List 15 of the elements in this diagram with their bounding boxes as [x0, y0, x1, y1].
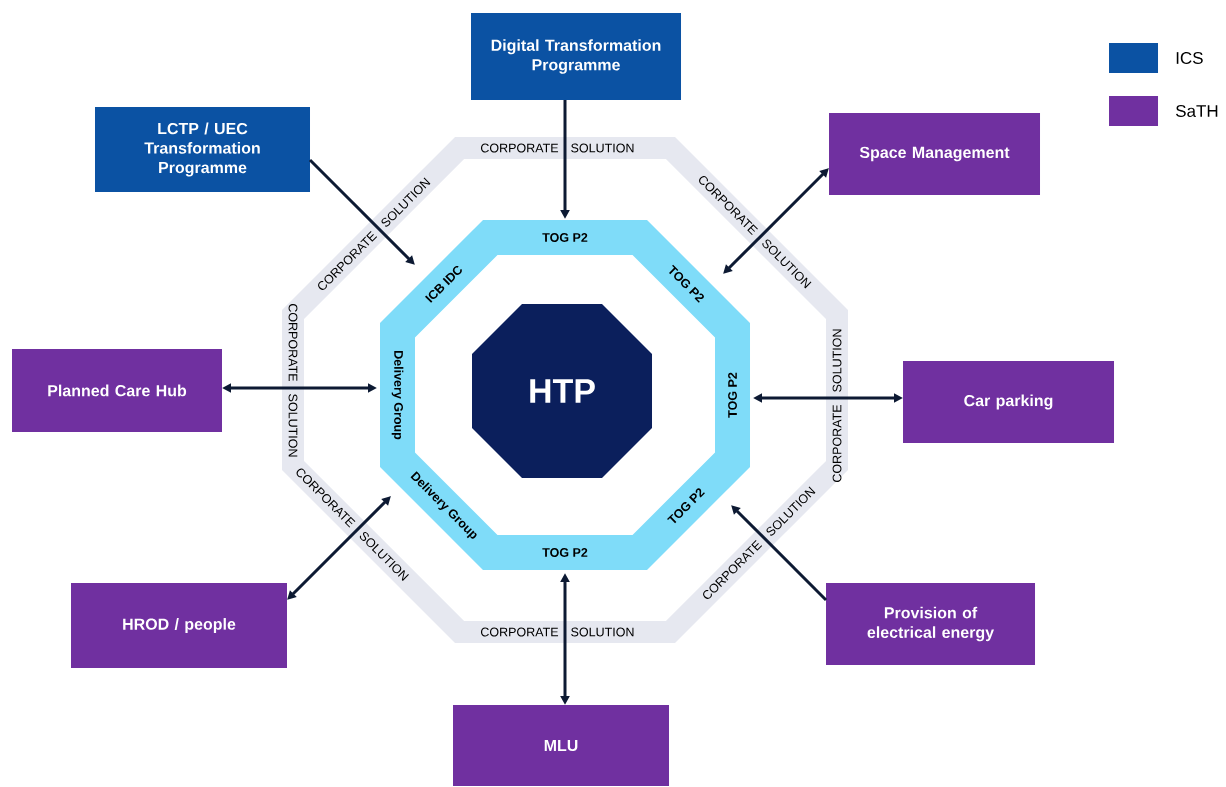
program-box: MLU	[453, 705, 669, 786]
legend-label: ICS	[1176, 51, 1203, 64]
program-box: Planned Care Hub	[12, 349, 222, 432]
program-box: Space Management	[829, 113, 1040, 195]
legend-label: SaTH	[1176, 104, 1218, 117]
program-box: LCTP / UEC Transformation Programme	[95, 107, 310, 192]
arrow	[287, 496, 391, 600]
octagon: HTP	[472, 304, 652, 478]
arrow	[723, 168, 829, 274]
arrow	[731, 505, 828, 602]
program-box: Digital Transformation Programme	[471, 13, 681, 100]
program-box: Provision of electrical energy	[826, 583, 1035, 665]
program-box: HROD / people	[71, 583, 287, 668]
arrow	[308, 158, 415, 265]
program-box: Car parking	[903, 361, 1114, 443]
